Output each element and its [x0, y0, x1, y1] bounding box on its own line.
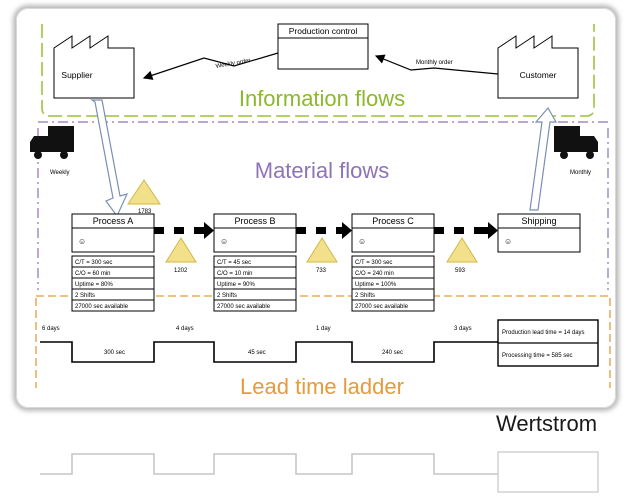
operator-icon: ☺ — [504, 237, 512, 246]
customer-factory-icon — [497, 35, 579, 99]
changeover-time: C/O = 60 min — [75, 271, 111, 277]
production-control-label: Production control — [289, 26, 358, 36]
monthly-order-label: Monthly order — [416, 60, 453, 66]
available-time: 27000 sec available — [217, 304, 271, 310]
inventory-triangle-cs — [446, 237, 478, 263]
customer-label: Customer — [520, 70, 557, 80]
operator-icon: ☺ — [358, 237, 366, 246]
inventory-bc-label: 733 — [316, 268, 327, 274]
processing-time: Processing time = 585 sec — [502, 353, 573, 359]
shifts: 2 Shifts — [355, 293, 375, 299]
customer-shipment-arrow — [529, 106, 558, 211]
data-box-a: C/T = 300 sec C/O = 60 min Uptime = 80% … — [71, 255, 155, 312]
uptime: Uptime = 100% — [355, 282, 397, 288]
inventory-start-label: 1783 — [138, 209, 152, 215]
ladder-secs-1: 300 sec — [104, 350, 125, 356]
process-c-label: Process C — [372, 216, 414, 226]
monthly-label: Monthly — [570, 170, 591, 176]
operator-icon: ☺ — [220, 237, 228, 246]
inventory-ab-label: 1202 — [174, 268, 188, 274]
push-arrow-cs — [434, 222, 498, 239]
weekly-order-label: Weekly order — [215, 58, 251, 70]
production-control-box — [277, 23, 369, 70]
changeover-time: C/O = 240 min — [355, 271, 394, 277]
information-flows-title: Information flows — [239, 86, 405, 111]
inventory-triangle-ab — [165, 237, 197, 263]
lead-time-region — [35, 295, 611, 388]
cycle-time: C/T = 45 sec — [217, 260, 251, 266]
process-b-label: Process B — [234, 216, 275, 226]
production-lead-time: Production lead time = 14 days — [502, 330, 585, 336]
changeover-time: C/O = 10 min — [217, 271, 253, 277]
push-arrow-bc — [296, 222, 352, 239]
ladder-days-3: 1 day — [316, 326, 331, 332]
material-flows-title: Material flows — [255, 158, 389, 183]
uptime: Uptime = 80% — [75, 282, 114, 288]
card-reflection — [16, 412, 616, 498]
process-box-c: Process C ☺ — [351, 213, 435, 253]
data-box-b: C/T = 45 sec C/O = 10 min Uptime = 90% 2… — [213, 255, 297, 312]
caption: Wertstrom — [496, 411, 598, 436]
data-box-c: C/T = 300 sec C/O = 240 min Uptime = 100… — [351, 255, 435, 312]
inventory-triangle-bc — [306, 237, 338, 263]
inventory-triangle-start — [127, 179, 161, 205]
weekly-truck-icon — [30, 126, 74, 159]
shifts: 2 Shifts — [75, 293, 95, 299]
operator-icon: ☺ — [78, 237, 86, 246]
vsm-diagram: Production control Supplier Customer Wee… — [30, 23, 611, 399]
ladder-secs-3: 240 sec — [382, 350, 403, 356]
shipping-box: Shipping ☺ — [497, 213, 581, 253]
available-time: 27000 sec available — [355, 304, 409, 310]
push-arrow-ab — [154, 222, 214, 239]
monthly-truck-icon — [554, 126, 598, 159]
ladder-days-4: 3 days — [454, 326, 472, 332]
weekly-label: Weekly — [50, 170, 70, 176]
ladder-secs-2: 45 sec — [248, 350, 266, 356]
lead-time-ladder-line — [40, 341, 498, 363]
process-a-label: Process A — [93, 216, 134, 226]
uptime: Uptime = 90% — [217, 282, 256, 288]
supplier-label: Supplier — [61, 70, 92, 80]
available-time: 27000 sec available — [75, 304, 129, 310]
ladder-days-2: 4 days — [176, 326, 194, 332]
process-box-b: Process B ☺ — [213, 213, 297, 253]
reflection-ladder — [40, 451, 599, 493]
supplier-factory-icon — [53, 35, 135, 99]
supplier-shipment-arrow — [90, 99, 129, 218]
inventory-cs-label: 593 — [455, 268, 466, 274]
monthly-order-arrow — [374, 54, 499, 75]
shipping-label: Shipping — [521, 216, 556, 226]
ladder-days-1: 6 days — [42, 326, 60, 332]
weekly-order-arrow — [142, 52, 279, 80]
lead-time-ladder-title: Lead time ladder — [240, 374, 404, 399]
value-stream-map: Production control Supplier Customer Wee… — [16, 8, 616, 408]
shifts: 2 Shifts — [217, 293, 237, 299]
cycle-time: C/T = 300 sec — [75, 260, 112, 266]
information-flows-region — [41, 24, 595, 117]
cycle-time: C/T = 300 sec — [355, 260, 392, 266]
process-box-a: Process A ☺ — [71, 213, 155, 253]
